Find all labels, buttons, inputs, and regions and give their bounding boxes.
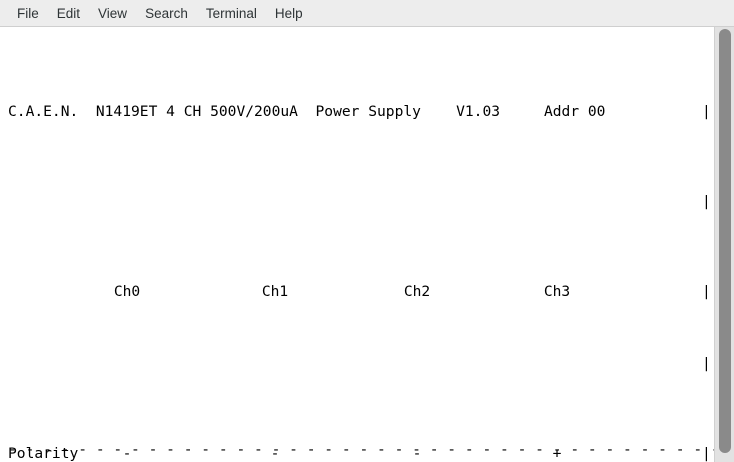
monitor-section: Polarity---+|Vmon119.99 V119.90 V000.01 … <box>8 445 714 462</box>
menu-item-terminal[interactable]: Terminal <box>205 5 257 21</box>
spacer-row: | <box>8 193 714 211</box>
border-pipe: | <box>702 445 711 462</box>
channel-header-ch2: Ch2 <box>403 283 431 300</box>
spacer-row: | <box>8 355 714 373</box>
menu-item-edit[interactable]: Edit <box>56 5 81 21</box>
data-row: Polarity - - - + | <box>8 445 714 462</box>
scrollbar-thumb[interactable] <box>719 29 731 453</box>
border-pipe: | <box>702 283 711 300</box>
device-title: C.A.E.N. N1419ET 4 CH 500V/200uA Power S… <box>8 103 606 120</box>
border-pipe: | <box>702 355 711 372</box>
window-menu-bar: File Edit View Search Terminal Help <box>0 0 734 27</box>
menu-item-view[interactable]: View <box>98 5 128 21</box>
border-pipe: | <box>702 193 711 210</box>
terminal-area: C.A.E.N. N1419ET 4 CH 500V/200uA Power S… <box>0 27 734 462</box>
row-label: Polarity <box>8 445 79 462</box>
terminal-scrollbar[interactable] <box>714 27 734 462</box>
cell-polarity-ch0[interactable]: - <box>122 445 132 462</box>
border-pipe: | <box>702 103 711 120</box>
channel-header-ch1: Ch1 <box>261 283 289 300</box>
menu-item-search[interactable]: Search <box>145 5 188 21</box>
cell-polarity-ch2[interactable]: - <box>412 445 422 462</box>
cell-polarity-ch3[interactable]: + <box>552 445 562 462</box>
menu-item-help[interactable]: Help <box>274 5 303 21</box>
cell-polarity-ch1[interactable]: - <box>270 445 280 462</box>
menu-item-file[interactable]: File <box>17 5 39 21</box>
device-title-row: C.A.E.N. N1419ET 4 CH 500V/200uA Power S… <box>8 103 714 121</box>
terminal-screen[interactable]: C.A.E.N. N1419ET 4 CH 500V/200uA Power S… <box>0 27 714 462</box>
channel-header-row: Ch0 Ch1 Ch2 Ch3 | <box>8 283 714 301</box>
channel-header-ch3: Ch3 <box>543 283 571 300</box>
bottom-dashed-separator: - - - - - - - - - - - - - - - - - - - - … <box>8 441 714 458</box>
channel-header-ch0: Ch0 <box>113 283 141 300</box>
